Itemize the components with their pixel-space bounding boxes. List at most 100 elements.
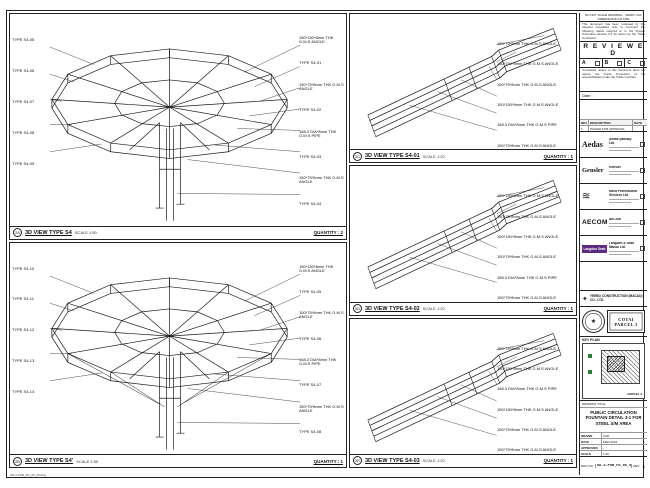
firm-info: Meca Professional Services Ltd. [609, 190, 639, 203]
blank-cell [580, 262, 647, 291]
drawing-field-row: APPROVED - [580, 444, 647, 450]
view-panel-s4-03: 150*75*8mm THK G.M.S ANGLE 150*150*8mm TH… [349, 317, 577, 468]
view-code-bubble: 2A [13, 228, 22, 237]
member-label: 150*75*8mm THK G.M.S ANGLE [497, 447, 557, 453]
view-quantity: QUANTITY : 1 [313, 458, 343, 464]
member-label: TYPE S4-05 [299, 288, 322, 294]
field-value: - [603, 445, 604, 450]
member-label: 150*150*8mm THK G.M.S ANGLE [497, 61, 559, 67]
checkbox [640, 246, 645, 251]
view-title-bar: 2E 3D VIEW TYPE S4-03 SCALE 1:20 QUANTIT… [350, 453, 576, 467]
member-label: TYPE S4-07 [299, 382, 322, 388]
member-label: 168.3 DIA*8mm THK G.M.S PIPE [299, 128, 337, 138]
langdon-seah-logo: Langdon Seah [582, 244, 607, 253]
address-microtext [609, 223, 639, 225]
member-label: TYPE S4-06 [12, 67, 35, 73]
member-label: 150*75*8mm THK G.M.S ANGLE [299, 81, 344, 91]
member-label: TYPE S4-06 [299, 335, 322, 341]
member-label: 168.3 DIA*8mm THK G.M.S PIPE [299, 357, 337, 367]
keyplan-green-marker [588, 354, 592, 358]
address-microtext [609, 253, 631, 255]
stamp-note-1: This document has been reviewed by the r… [582, 22, 645, 40]
member-label: 150*150*8mm THK G.M.S ANGLE [497, 234, 559, 240]
view-quantity: QUANTITY : 1 [543, 458, 573, 464]
view-title: 3D VIEW TYPE S4 [25, 229, 72, 236]
option-letter: C [627, 60, 631, 67]
member-label: 150*75*8mm THK G.M.S ANGLE [497, 213, 557, 219]
firm-name: Gensler [609, 166, 621, 170]
view-scale: SCALE 1:50 [74, 230, 97, 235]
keyplan-parcel-tag: PARCEL 3 [627, 392, 642, 396]
option-letter: A [582, 60, 586, 67]
member-label: 150*75*8mm THK G.M.S ANGLE [497, 295, 557, 301]
status-option-a: A [580, 59, 603, 68]
status-option-b: B [603, 59, 626, 68]
stamp-note-2: Consultant review of this document does … [582, 68, 645, 80]
address-microtext [609, 199, 639, 201]
member-label: 150*75*8mm THK G.M.S ANGLE [299, 403, 344, 413]
drg-no-value: SD-3-PUB_FD_05_06 [596, 464, 632, 468]
view-code-bubble: 2C [353, 151, 362, 161]
view-code-bubble: 2D [353, 304, 362, 314]
sheet-top-note: DO NOT SCALE DRAWING - VERIFY ALL DIMENS… [580, 13, 647, 22]
firm-info: Aedas (Macau) Ltd. [609, 138, 639, 151]
view-title-bar: 2B 3D VIEW TYPE S4' SCALE 1:50 QUANTITY … [10, 454, 346, 467]
drawing-field-row: DRAWN CAD [580, 432, 647, 438]
view-title: 3D VIEW TYPE S4-02 [365, 305, 420, 312]
desc-cell: ISSUED FOR APPROVAL [589, 126, 633, 131]
reviewed-title: R E V I E W E D [580, 41, 647, 60]
seal-row: ★ COTAI PARCEL 3 [580, 307, 647, 337]
member-label: TYPE S4-05 [12, 37, 35, 42]
member-labels: 150*75*8mm THK G.M.S ANGLE 150*150*8mm TH… [497, 346, 575, 453]
member-label: 168.3 DIA*8mm THK G.M.S PIPE [497, 274, 557, 280]
project-name: COTAI PARCEL 3 [614, 316, 638, 327]
revision-table-header: REV DESCRIPTION DATE [580, 119, 647, 125]
canopy-wireframe [10, 243, 346, 455]
consultant-row-gensler: Gensler Gensler [580, 158, 647, 184]
star-icon: ✦ [582, 295, 588, 303]
member-label: 150*75*8mm THK G.M.S ANGLE [299, 310, 344, 320]
address-microtext [609, 201, 631, 203]
field-label: SCALE [580, 451, 602, 456]
title-block: DO NOT SCALE DRAWING - VERIFY ALL DIMENS… [579, 13, 647, 475]
member-label: 150*150*8mm THK G.M.S ANGLE [497, 406, 559, 412]
plot-file-note: SD-3-PUB_FD_05_06.dwg [10, 473, 47, 477]
key-plan-map: PARCEL 3 [582, 343, 645, 399]
firm-info: AECOM [609, 218, 639, 227]
date-col-header: DATE [634, 120, 642, 125]
consultant-row-aecom: AECOM AECOM [580, 210, 647, 236]
canopy-wireframe [49, 44, 301, 221]
drawing-field-row: DATE MAR 2016 [580, 438, 647, 444]
member-label: 150*75*8mm THK G.M.S ANGLE [497, 41, 557, 46]
view-scale: SCALE 1:50 [76, 458, 99, 464]
member-label: TYPE S4-01 [299, 60, 322, 66]
member-label: TYPE S4-13 [12, 358, 35, 364]
address-microtext [609, 149, 631, 151]
address-microtext [609, 171, 639, 173]
drg-no-label: DRG NO. [581, 464, 596, 468]
member-label: TYPE S4-08 [12, 129, 35, 135]
firm-name: AECOM [609, 218, 621, 222]
reviewed-stamp: This document has been reviewed by the r… [580, 22, 647, 100]
drawing-title: PUBLIC CIRCULATION FOUNTAIN DETAIL 3-1 F… [585, 410, 642, 426]
checkbox [640, 168, 645, 173]
member-label: 150*150*8mm THK G.M.S ANGLE [497, 366, 559, 372]
status-option-c: C [625, 59, 647, 67]
field-value: MAR 2016 [603, 439, 618, 444]
firm-info: Langdon & Seah Macau Ltd. [609, 242, 639, 255]
field-label: APPROVED [580, 445, 602, 450]
checkbox [617, 60, 623, 66]
view-quantity: QUANTITY : 2 [313, 230, 343, 235]
view-scale: SCALE 1:20 [422, 306, 445, 312]
drawing-fields: DRAWN CAD DATE MAR 2016 APPROVED - SCALE… [580, 432, 647, 456]
view-code-bubble: 2B [13, 456, 22, 466]
drawing-number-row: DRG NO. SD-3-PUB_FD_05_06 REV 1 [580, 457, 647, 475]
aecom-logo: AECOM [582, 219, 607, 226]
member-label: TYPE S4-02 [299, 107, 322, 113]
checkbox [640, 60, 646, 66]
rev-cell: 1 [580, 126, 589, 131]
aedas-logo: Aedas [582, 140, 603, 149]
view-panel-s4-01: 150*75*8mm THK G.M.S ANGLE 150*150*8mm TH… [349, 13, 577, 164]
